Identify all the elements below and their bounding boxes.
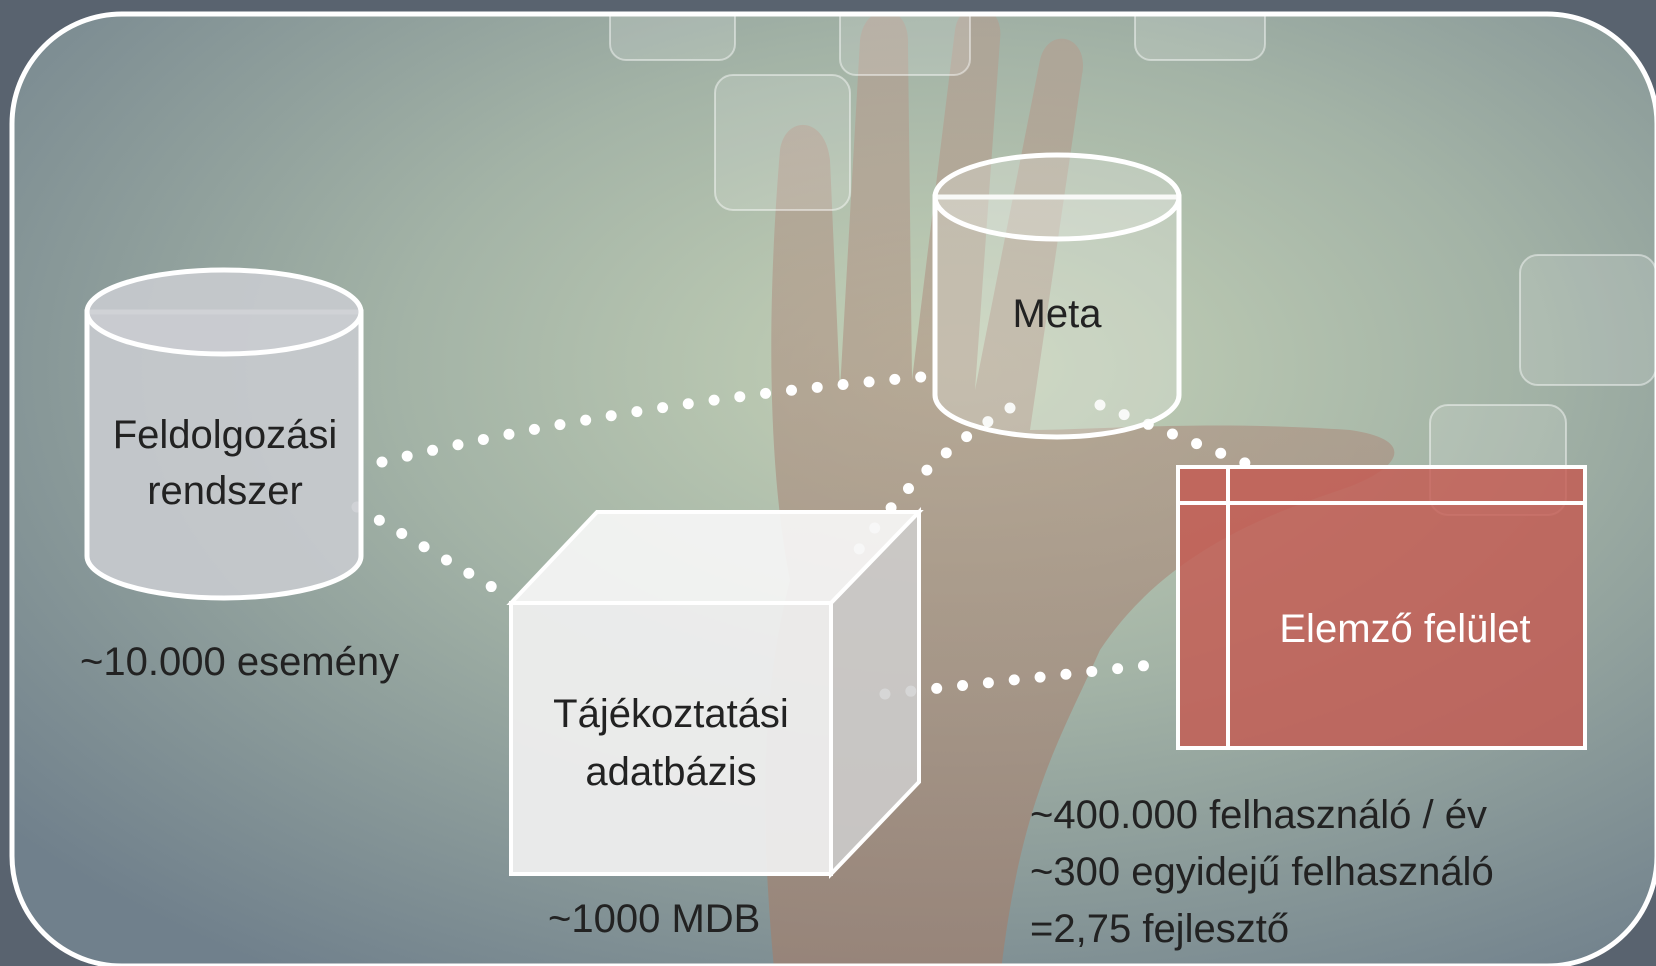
cube-front-face (509, 601, 833, 876)
meta-cylinder-body (932, 194, 1182, 440)
info-db-label-line2: adatbázis (585, 750, 756, 794)
analysis-panel (1176, 465, 1587, 750)
processing-label-line1: Feldolgozási (113, 413, 338, 457)
info-db-caption: ~1000 MDB (548, 897, 760, 941)
analysis-label: Elemző felület (1279, 607, 1530, 651)
rounded-frame (9, 11, 1656, 966)
connector-infodb-analysis (879, 658, 1166, 700)
analysis-interface-node: Elemző felület (1176, 465, 1587, 750)
analysis-stat-users-per-year: ~400.000 felhasználó / év (1030, 793, 1487, 837)
processing-system-node: Feldolgozási rendszer (84, 267, 364, 601)
processing-cylinder-top (84, 267, 364, 357)
connector-meta-analysis (1094, 399, 1256, 471)
processing-caption: ~10.000 esemény (80, 640, 399, 684)
info-database-node: Tájékoztatási adatbázis (506, 507, 924, 879)
info-db-label-line1: Tájékoztatási (553, 692, 789, 736)
analysis-stat-concurrent-users: ~300 egyidejű felhasználó (1030, 850, 1494, 894)
connector-processing-infodb (351, 501, 503, 596)
processing-label-line2: rendszer (147, 469, 303, 513)
dotted-connectors (351, 369, 1256, 700)
hand-illustration (765, 14, 1395, 966)
analysis-stat-developers: =2,75 fejlesztő (1030, 907, 1289, 951)
meta-cylinder-top (932, 152, 1182, 242)
meta-label: Meta (1013, 292, 1103, 336)
connector-processing-meta (376, 369, 951, 468)
connector-meta-infodb (849, 402, 1016, 561)
processing-cylinder-body (84, 309, 364, 601)
meta-node: Meta (932, 152, 1182, 440)
